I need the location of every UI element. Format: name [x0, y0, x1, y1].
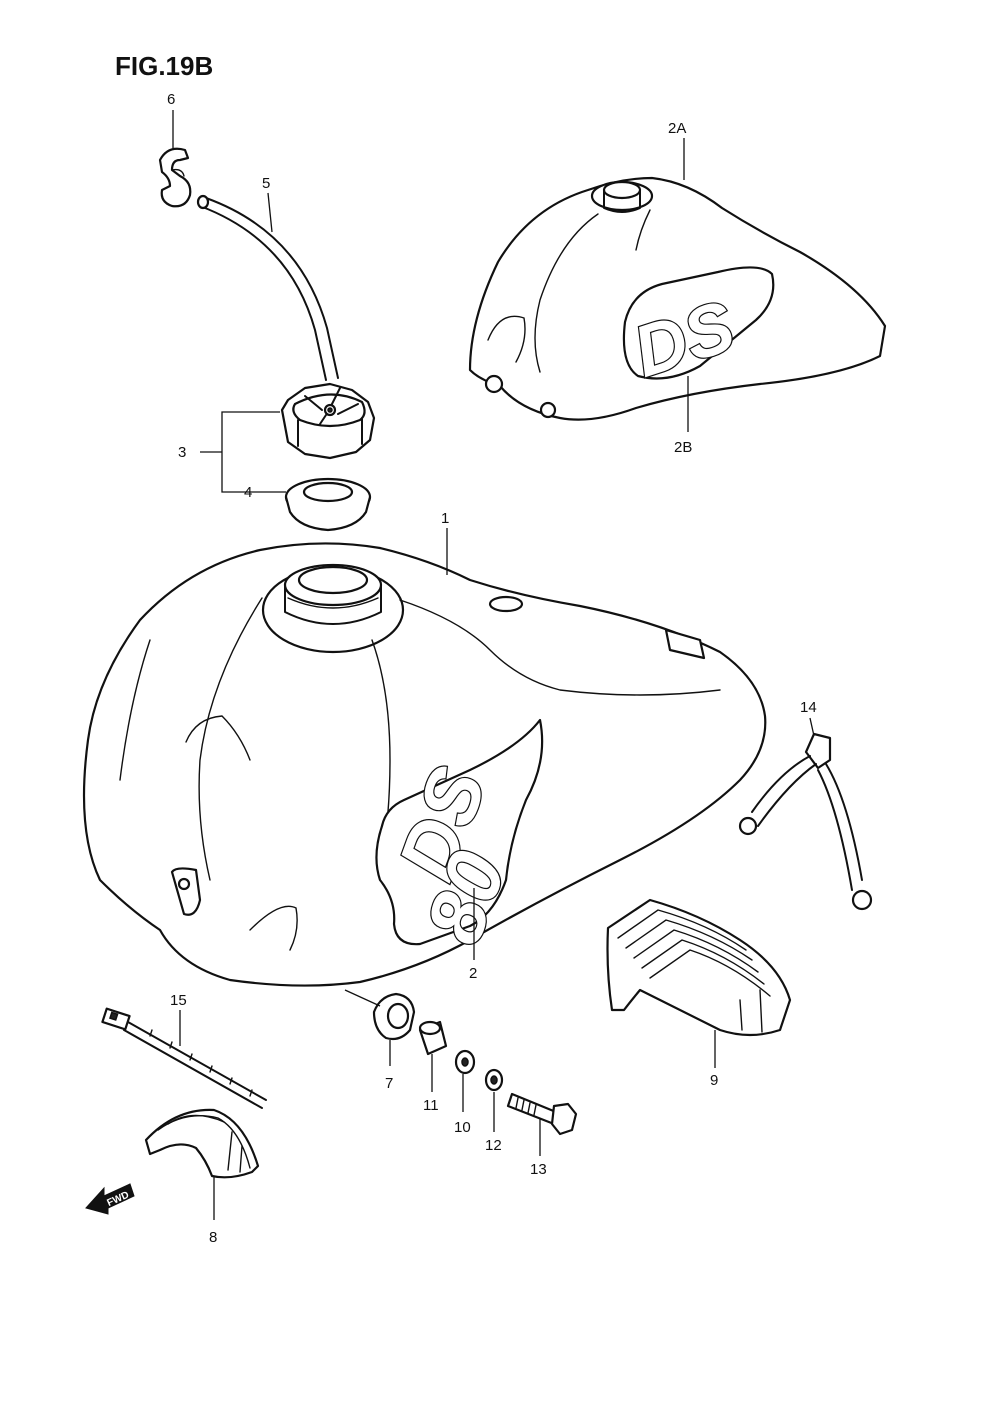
callout-3: 3	[178, 444, 186, 461]
callout-5: 5	[262, 175, 270, 192]
part-5-breather-hose	[196, 194, 339, 381]
part-11-collar	[418, 1020, 448, 1056]
part-13-bolt	[506, 1092, 578, 1136]
callout-10: 10	[454, 1119, 471, 1136]
part-7-grommet	[372, 992, 416, 1041]
callout-15: 15	[170, 992, 187, 1009]
part-4-cap-gasket	[284, 477, 372, 532]
callout-4: 4	[244, 484, 252, 501]
part-14-tank-strap	[738, 732, 873, 911]
fwd-arrow-label: FWD	[106, 1190, 131, 1209]
leader-7-tank	[344, 989, 381, 1007]
part-10-washer	[454, 1049, 476, 1075]
leader-14	[809, 717, 815, 737]
callout-13: 13	[530, 1161, 547, 1178]
callout-7: 7	[385, 1075, 393, 1092]
callout-11: 11	[423, 1097, 439, 1114]
callout-2: 2	[469, 965, 477, 982]
part-12-lock-washer	[484, 1068, 504, 1092]
figure-title: FIG.19B	[115, 51, 213, 81]
callout-2b: 2B	[674, 439, 692, 456]
leader-5	[267, 192, 273, 233]
bracket-3-4	[200, 411, 286, 493]
part-9-rear-cushion	[606, 898, 792, 1037]
callout-14: 14	[800, 699, 817, 716]
callout-6: 6	[167, 91, 175, 108]
part-15-cable-tie	[101, 1007, 267, 1109]
callout-1: 1	[441, 510, 449, 527]
part-8-front-cushion	[144, 1108, 260, 1179]
callout-9: 9	[710, 1072, 718, 1089]
part-1-fuel-tank: DS 80	[82, 542, 767, 987]
part-3-fuel-cap	[280, 382, 376, 460]
fwd-direction-marker: FWD	[85, 1183, 135, 1215]
callout-8: 8	[209, 1229, 217, 1246]
callout-2a: 2A	[668, 120, 686, 137]
part-6-clip	[158, 147, 192, 208]
callout-12: 12	[485, 1137, 502, 1154]
part-2a-alt-fuel-tank: DS	[468, 176, 887, 421]
